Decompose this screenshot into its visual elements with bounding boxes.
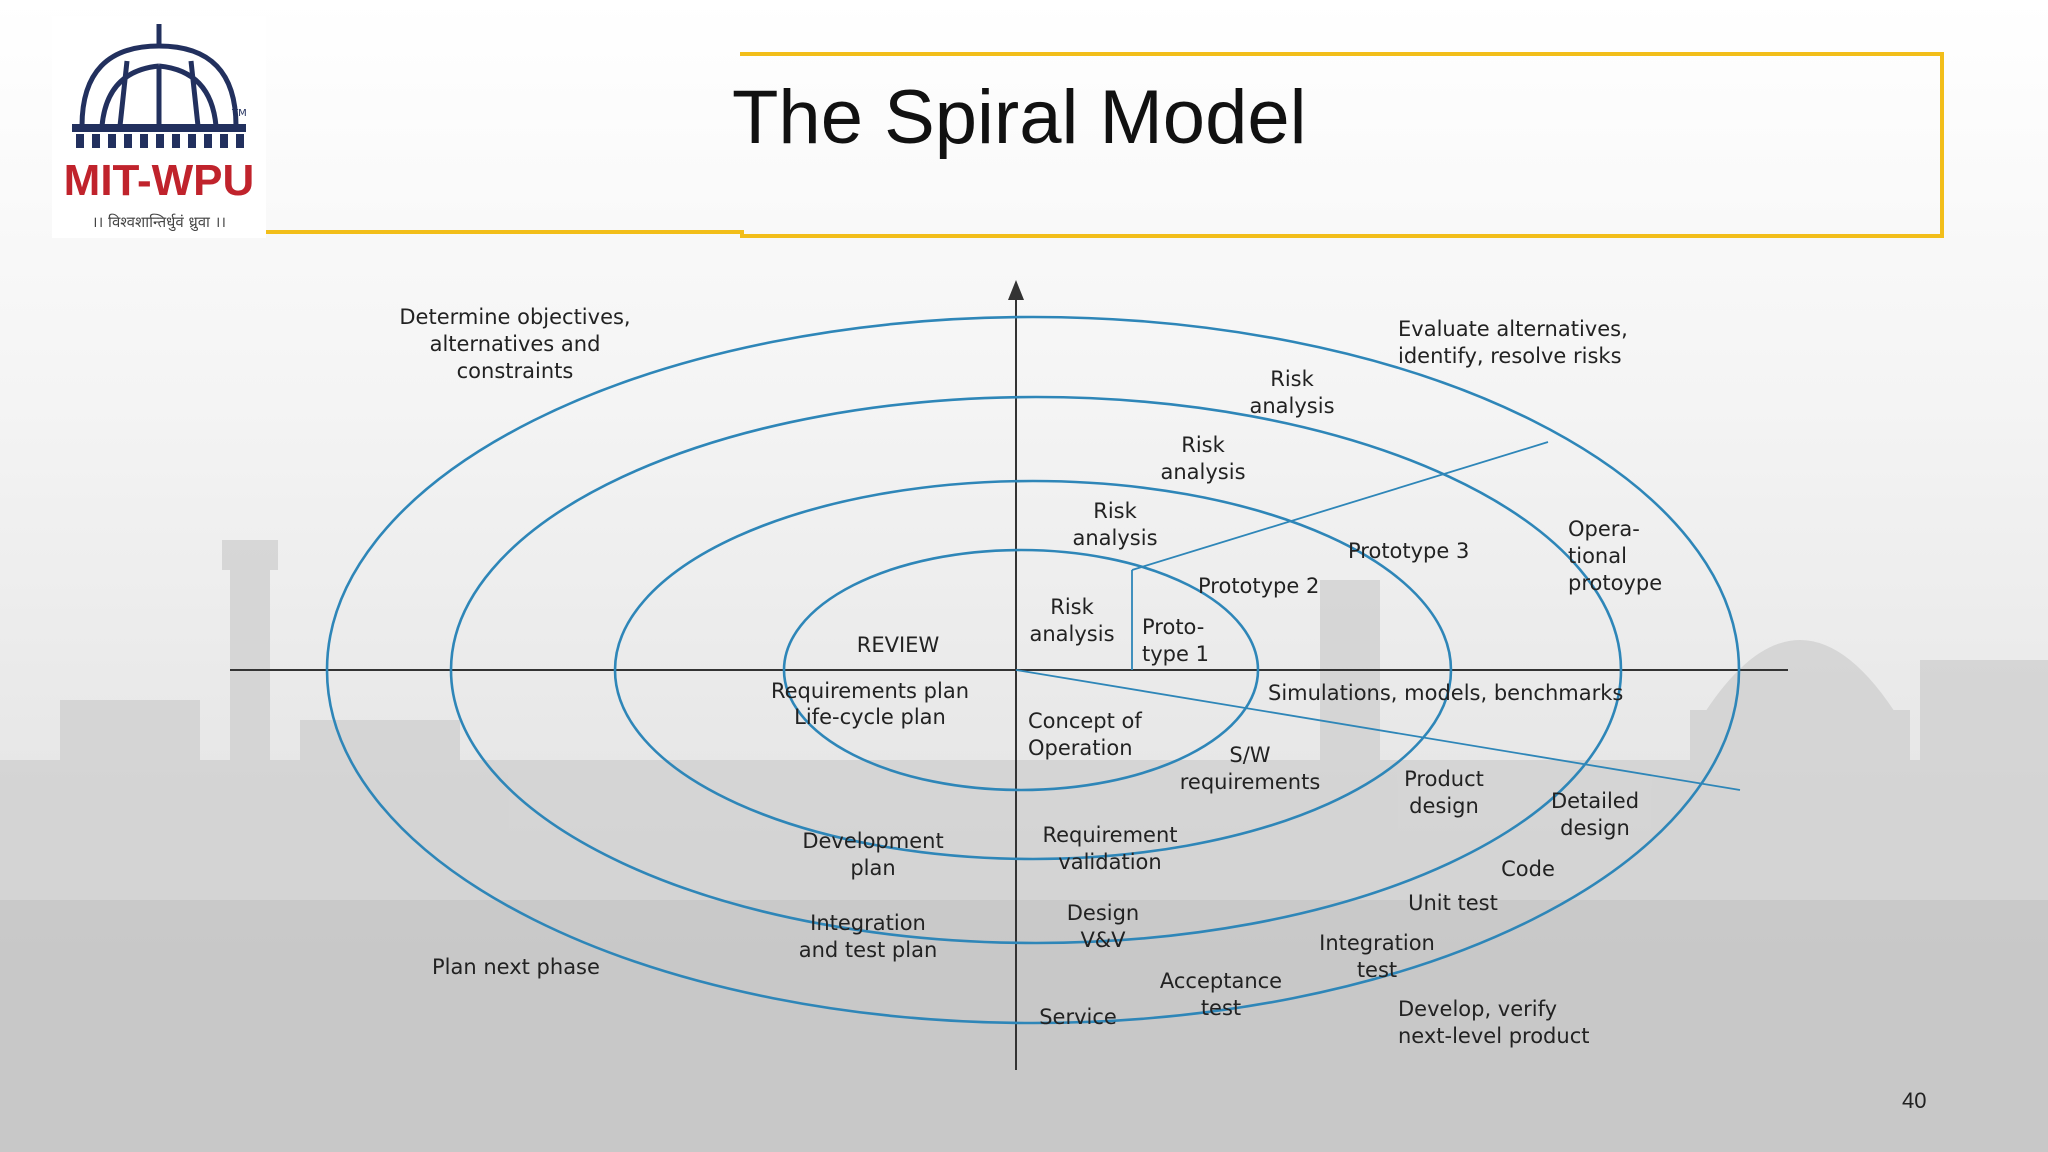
svg-text:TM: TM bbox=[231, 108, 247, 119]
service-label: Service bbox=[1039, 1005, 1117, 1029]
spiral-loops bbox=[325, 315, 1741, 1025]
unit-test: Unit test bbox=[1408, 891, 1498, 915]
simulations-label: Simulations, models, benchmarks bbox=[1268, 681, 1623, 705]
mit-wpu-logo: TM MIT-WPU ।। विश्वशान्तिर्धुवं ध्रुवा ।… bbox=[52, 16, 266, 238]
develop-divider-line bbox=[1015, 669, 1741, 791]
prototype-3: Prototype 3 bbox=[1348, 539, 1469, 563]
page-number: 40 bbox=[1902, 1088, 1927, 1113]
review-label: REVIEW bbox=[857, 633, 940, 657]
prototype-2: Prototype 2 bbox=[1198, 574, 1319, 598]
quadrant-top-right: Evaluate alternatives,identify, resolve … bbox=[1398, 317, 1628, 368]
lifecycle-plan: Life-cycle plan bbox=[794, 705, 946, 729]
title-underline bbox=[266, 230, 744, 234]
risk-divider-line bbox=[1131, 441, 1549, 571]
quadrant-bottom-left: Plan next phase bbox=[432, 955, 600, 979]
logo-wordmark: MIT-WPU bbox=[63, 156, 255, 205]
logo-motto: ।। विश्वशान्तिर्धुवं ध्रुवा ।। bbox=[91, 213, 227, 231]
requirements-plan: Requirements plan bbox=[771, 679, 969, 703]
axis-arrow-icon bbox=[1008, 280, 1024, 300]
prototype-1: Proto-type 1 bbox=[1142, 615, 1209, 666]
spiral-loop-3 bbox=[449, 395, 1623, 945]
spiral-loop-2 bbox=[613, 479, 1453, 861]
dome-logo-icon: TM bbox=[72, 24, 247, 148]
spiral-loop-4 bbox=[325, 315, 1741, 1025]
title-frame bbox=[740, 52, 1944, 238]
slide-title: The Spiral Model bbox=[732, 75, 1307, 160]
code-label: Code bbox=[1501, 857, 1555, 881]
spiral-loop-1 bbox=[782, 548, 1260, 792]
